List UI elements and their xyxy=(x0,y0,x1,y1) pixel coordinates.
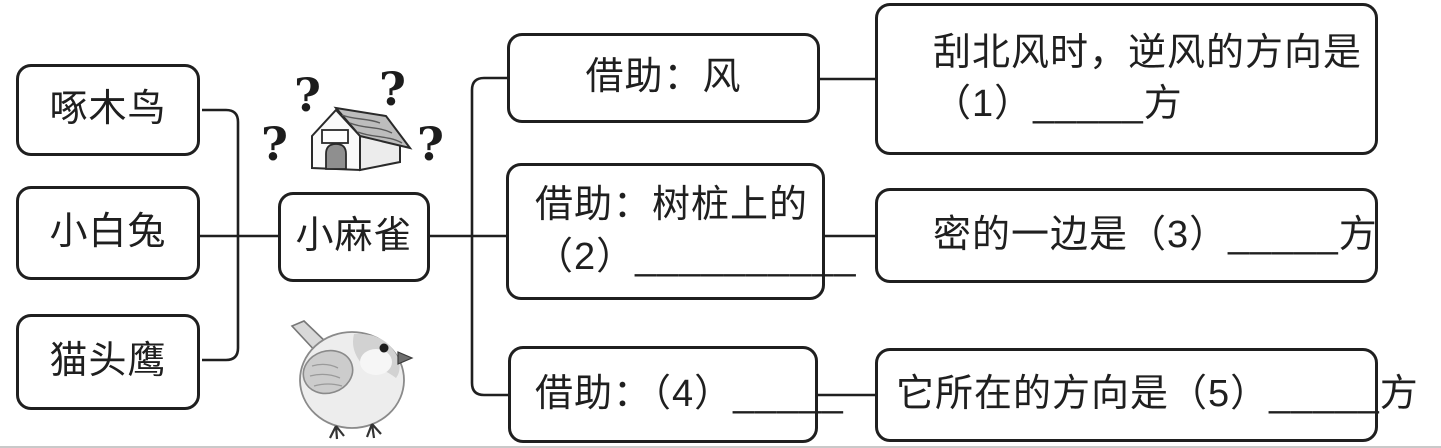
question-mark-right: ? xyxy=(417,117,444,171)
center-node-sparrow: 小麻雀 xyxy=(278,192,430,282)
scan-edge-artifact xyxy=(0,446,1441,448)
method-node-stump: 借助：树桩上的 （2）__________ xyxy=(506,163,855,300)
method-node-blank: 借助：（4）_____ xyxy=(508,346,843,443)
question-mark-top-right: ? xyxy=(379,62,406,116)
animal-label-white-rabbit: 小白兔 xyxy=(49,211,167,254)
animal-node-white-rabbit: 小白兔 xyxy=(16,186,200,280)
result-node-1-line1: 刮北风时，逆风的方向是 xyxy=(933,31,1363,74)
result-node-2-line1: 密的一边是（3）_____方 xyxy=(933,213,1378,256)
result-node-3-line1: 它所在的方向是（5）_____方 xyxy=(896,373,1419,416)
method-node-stump-line1: 借助：树桩上的 xyxy=(535,184,809,227)
animal-label-owl: 猫头鹰 xyxy=(49,340,167,383)
sparrow-illustration xyxy=(284,314,416,442)
method-node-blank-label: 借助：（4）_____ xyxy=(535,372,844,415)
animal-node-owl: 猫头鹰 xyxy=(16,314,200,410)
right-bracket-line xyxy=(470,76,508,397)
result-node-its-direction: 它所在的方向是（5）_____方 xyxy=(875,348,1418,442)
doghouse-illustration xyxy=(296,92,414,174)
method-node-wind-label: 借助：风 xyxy=(585,56,742,99)
method-node-stump-line2: （2）__________ xyxy=(535,235,857,278)
question-mark-left: ? xyxy=(261,117,288,171)
center-node-label: 小麻雀 xyxy=(295,215,413,258)
result-node-1-line2: （1）_____方 xyxy=(933,83,1183,125)
result-node-dense-side: 密的一边是（3）_____方 xyxy=(875,188,1378,283)
animal-node-woodpecker: 啄木鸟 xyxy=(16,64,200,156)
result-node-north-wind: 刮北风时，逆风的方向是 （1）_____方 xyxy=(875,3,1378,155)
method-node-wind: 借助：风 xyxy=(507,33,820,123)
question-mark-top-left: ? xyxy=(294,68,321,122)
animal-label-woodpecker: 啄木鸟 xyxy=(49,88,167,131)
